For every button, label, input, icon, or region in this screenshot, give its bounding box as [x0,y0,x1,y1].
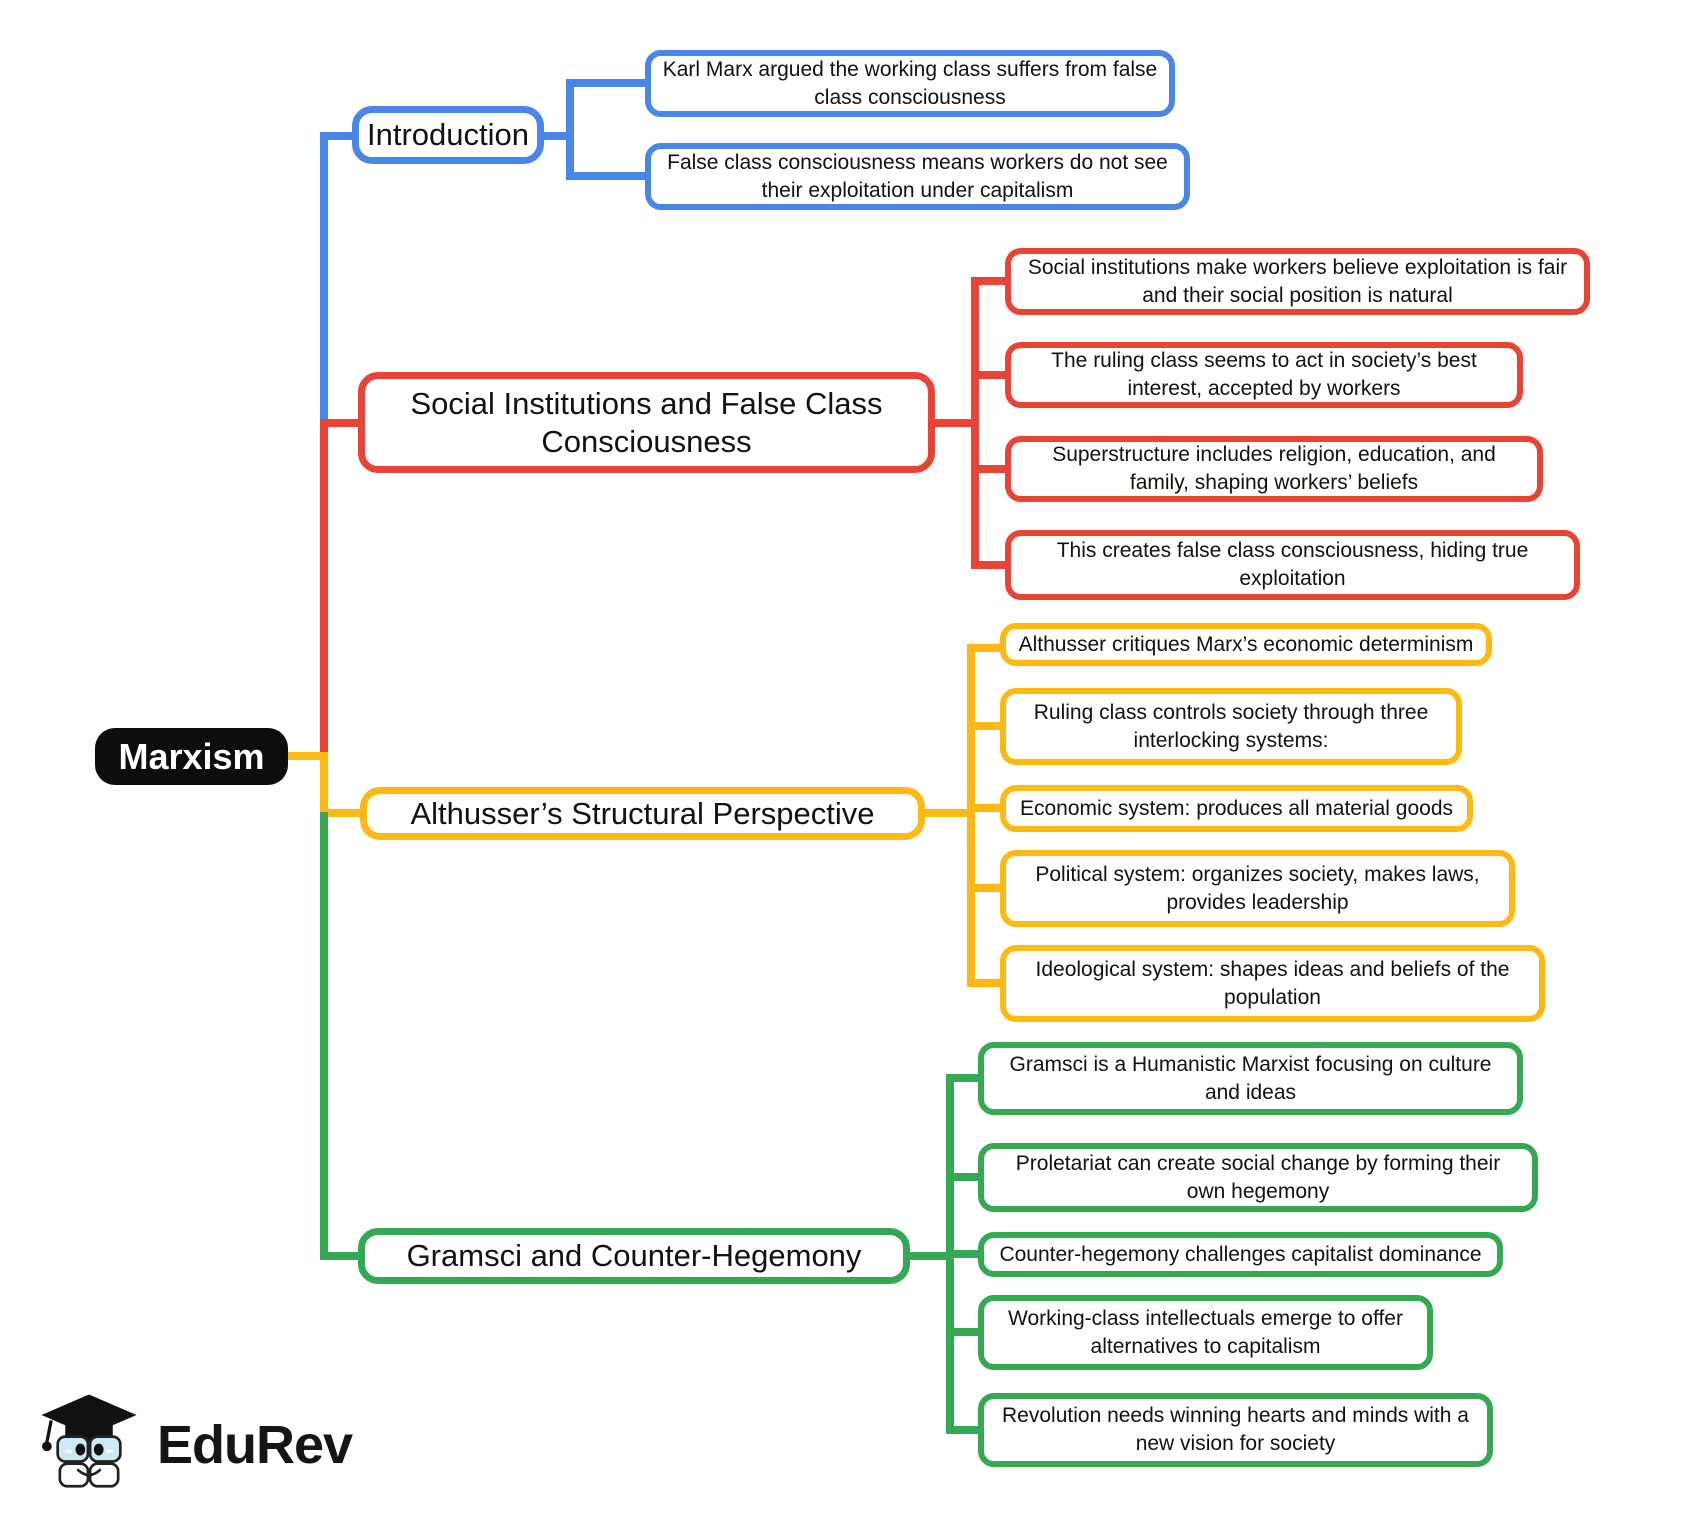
child-node-gramsci-5[interactable]: Revolution needs winning hearts and mind… [978,1393,1493,1467]
child-node-gramsci-1[interactable]: Gramsci is a Humanistic Marxist focusing… [978,1042,1523,1115]
connector-althusser-c1 [967,644,1004,652]
connector-trunk-blue [320,132,328,427]
edurev-mascot-icon [35,1388,143,1501]
child-node-althusser-3[interactable]: Economic system: produces all material g… [1000,785,1473,832]
connector-gramsci-stub [320,1252,364,1260]
root-node-marxism[interactable]: Marxism [95,728,288,785]
child-node-gramsci-3[interactable]: Counter-hegemony challenges capitalist d… [978,1232,1503,1277]
connector-althusser-rail [967,644,975,987]
connector-social-c4 [971,561,1009,569]
connector-social-out [931,419,979,427]
connector-social-stub [320,419,364,427]
connector-social-rail [971,277,979,569]
connector-althusser-stub [320,809,366,817]
connector-social-c3 [971,465,1009,473]
child-node-social-3[interactable]: Superstructure includes religion, educat… [1005,436,1543,502]
connector-trunk-green [320,812,328,1260]
connector-althusser-c4 [967,884,1004,892]
child-node-social-2[interactable]: The ruling class seems to act in society… [1005,342,1523,408]
connector-trunk-red [320,423,328,756]
connector-root-yellow [286,752,328,760]
child-node-althusser-2[interactable]: Ruling class controls society through th… [1000,688,1462,765]
branch-node-althusser[interactable]: Althusser’s Structural Perspective [360,787,925,840]
child-node-intro-2[interactable]: False class consciousness means workers … [645,143,1190,210]
child-node-gramsci-4[interactable]: Working-class intellectuals emerge to of… [978,1295,1433,1370]
connector-trunk-yellow [320,752,328,817]
connector-gramsci-c1 [946,1074,982,1082]
connector-intro-stub [320,132,358,140]
connector-intro-out [536,132,574,140]
connector-althusser-c2 [967,722,1004,730]
connector-gramsci-out [906,1252,954,1260]
connector-intro-rail [566,79,574,180]
child-node-gramsci-2[interactable]: Proletariat can create social change by … [978,1143,1538,1212]
connector-social-c2 [971,371,1009,379]
branch-node-social-institutions[interactable]: Social Institutions and False Class Cons… [358,372,935,473]
connector-althusser-c5 [967,979,1004,987]
branch-node-gramsci[interactable]: Gramsci and Counter-Hegemony [358,1228,910,1284]
edurev-wordmark: EduRev [157,1414,353,1475]
child-node-social-4[interactable]: This creates false class consciousness, … [1005,530,1580,600]
child-node-intro-1[interactable]: Karl Marx argued the working class suffe… [645,50,1175,117]
connector-gramsci-c2 [946,1173,982,1181]
connector-social-c1 [971,277,1009,285]
connector-gramsci-c3 [946,1250,982,1258]
child-node-althusser-5[interactable]: Ideological system: shapes ideas and bel… [1000,945,1545,1022]
connector-gramsci-c4 [946,1328,982,1336]
branch-node-introduction[interactable]: Introduction [352,106,544,164]
connector-intro-c2 [566,172,649,180]
child-node-social-1[interactable]: Social institutions make workers believe… [1005,248,1590,315]
child-node-althusser-4[interactable]: Political system: organizes society, mak… [1000,850,1515,927]
child-node-althusser-1[interactable]: Althusser critiques Marx’s economic dete… [1000,623,1492,666]
connector-gramsci-c5 [946,1426,982,1434]
connector-intro-c1 [566,79,649,87]
connector-althusser-c3 [967,804,1004,812]
edurev-logo: EduRev [35,1388,353,1501]
connector-althusser-out [921,809,975,817]
